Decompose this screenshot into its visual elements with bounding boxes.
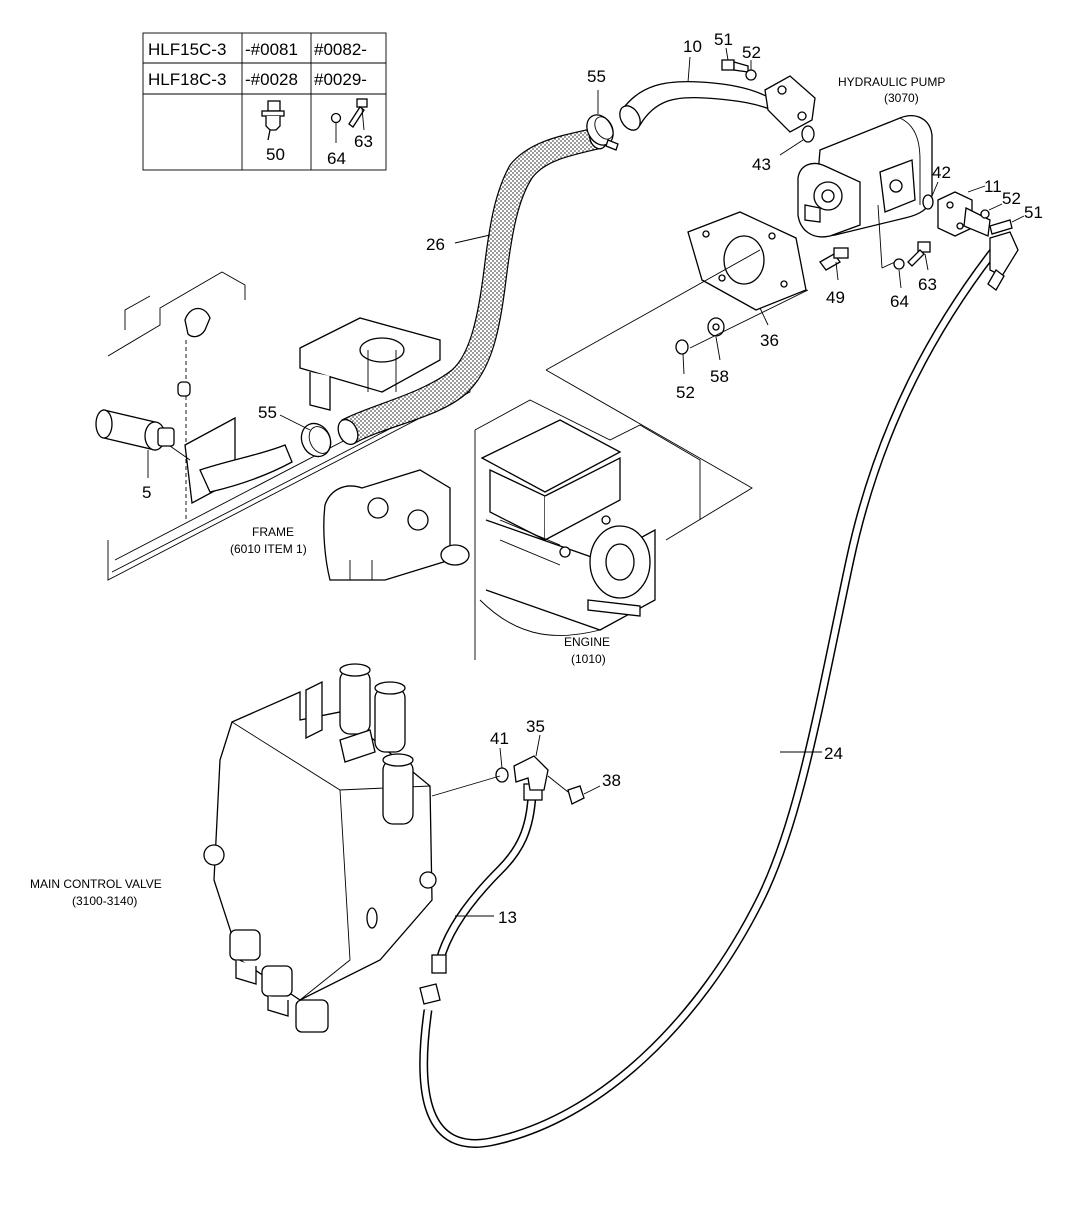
table-part-50: 50 <box>266 145 285 164</box>
callout-55-top: 55 <box>587 67 606 86</box>
table-serial-2a: -#0028 <box>245 70 298 89</box>
washer-part-52-right <box>980 203 1003 219</box>
callout-58: 58 <box>710 367 729 386</box>
table-serial-1a: -#0081 <box>245 40 298 59</box>
washer-part-52-bottom <box>675 339 689 375</box>
table-washer-64-icon <box>330 112 342 143</box>
table-serial-2b: #0029- <box>314 70 367 89</box>
washer-part-64 <box>893 258 905 289</box>
callout-36: 36 <box>760 331 779 350</box>
table-bolt-63-icon <box>348 98 368 128</box>
callout-52-top: 52 <box>742 43 761 62</box>
callout-38: 38 <box>602 771 621 790</box>
callout-24: 24 <box>824 744 843 763</box>
callout-49: 49 <box>826 288 845 307</box>
serial-table: HLF15C-3 -#0081 #0082- HLF18C-3 -#0028 #… <box>142 32 387 171</box>
table-part-63: 63 <box>354 132 373 151</box>
hydraulic-pump-ref: (3070) <box>884 91 919 105</box>
elbow-part-35 <box>513 734 549 791</box>
callout-42: 42 <box>932 163 951 182</box>
callout-52-bottom: 52 <box>676 383 695 402</box>
table-fitting-50-icon <box>261 100 285 141</box>
cap-part-38 <box>547 775 601 805</box>
table-model-1: HLF15C-3 <box>148 40 226 59</box>
table-part-64: 64 <box>327 149 346 168</box>
main-control-valve <box>203 663 501 1033</box>
bolt-part-63 <box>907 241 931 271</box>
callout-10: 10 <box>683 37 702 56</box>
main-control-valve-label: MAIN CONTROL VALVE <box>30 877 162 891</box>
fitting-part-49 <box>819 247 849 281</box>
clamp-part-55-lower <box>279 414 332 458</box>
callout-11: 11 <box>984 177 1002 196</box>
callout-63: 63 <box>918 275 937 294</box>
pressure-tube-part-13 <box>431 783 543 974</box>
o-ring-part-41 <box>495 747 509 783</box>
hydraulic-pump <box>797 115 933 269</box>
callout-26: 26 <box>426 235 445 254</box>
callout-51-right: 51 <box>1024 203 1043 222</box>
suction-hose-part-26 <box>337 126 608 446</box>
callout-64: 64 <box>890 292 909 311</box>
callout-52-right: 52 <box>1002 189 1021 208</box>
main-control-valve-ref: (3100-3140) <box>72 894 137 908</box>
callout-5: 5 <box>142 483 151 502</box>
callout-55-left: 55 <box>258 403 277 422</box>
pressure-hose-part-24 <box>419 231 1019 1148</box>
frame-label: FRAME <box>252 525 294 539</box>
callout-41: 41 <box>490 729 509 748</box>
flange-fitting-part-11 <box>937 185 991 237</box>
hydraulic-pump-label: HYDRAULIC PUMP <box>838 75 945 89</box>
engine-label: ENGINE <box>564 635 610 649</box>
table-serial-1b: #0082- <box>314 40 367 59</box>
suction-pipe-part-10 <box>619 56 816 133</box>
engine-ref: (1010) <box>571 652 606 666</box>
washer-part-58 <box>707 317 725 361</box>
callout-13: 13 <box>498 908 517 927</box>
callout-43: 43 <box>752 155 771 174</box>
frame-ref: (6010 ITEM 1) <box>230 542 307 556</box>
clamp-part-55-upper <box>586 90 619 151</box>
callout-51-top: 51 <box>714 30 733 49</box>
mounting-plate-part-36 <box>687 211 807 326</box>
frame-drawing <box>107 271 471 581</box>
engine-drawing <box>474 249 761 660</box>
o-ring-part-42 <box>922 181 939 210</box>
bolt-part-51-right <box>989 215 1025 235</box>
washer-part-52-top <box>745 60 757 81</box>
table-model-2: HLF18C-3 <box>148 70 226 89</box>
callout-35: 35 <box>526 717 545 736</box>
filter-part-5 <box>95 409 191 478</box>
o-ring-part-43 <box>779 125 815 156</box>
